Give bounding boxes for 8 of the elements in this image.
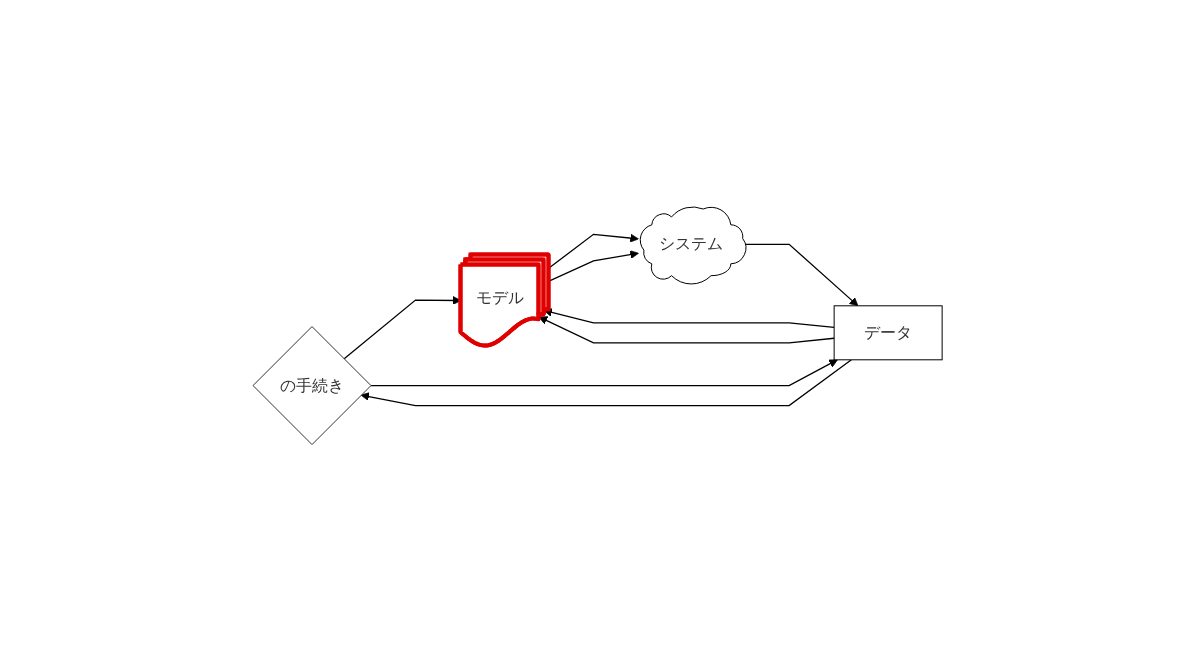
arrow: [538, 316, 835, 344]
arrow: [360, 358, 852, 406]
arrow: [369, 359, 838, 386]
node-box: データ: [833, 305, 943, 360]
arrow: [548, 249, 639, 282]
node-diamond: の手続き: [252, 325, 372, 445]
arrow: [543, 307, 835, 328]
arrow: [548, 233, 639, 269]
